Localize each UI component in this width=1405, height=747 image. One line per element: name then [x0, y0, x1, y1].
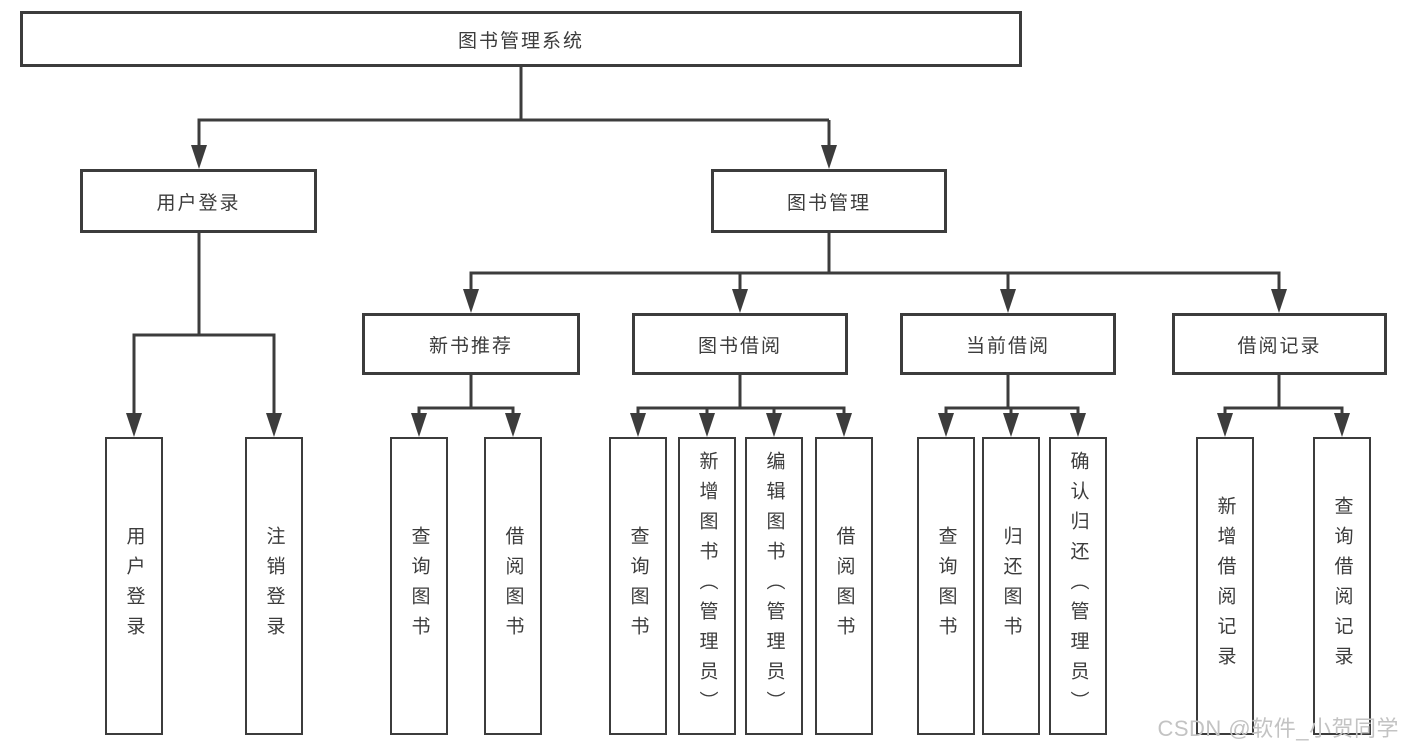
- leaf-label: 查询借阅记录: [1331, 496, 1353, 676]
- node-label: 借阅记录: [1237, 335, 1322, 357]
- node-borrowing-records: 借阅记录: [1172, 313, 1387, 375]
- leaf-cb-return-books: 归还图书: [982, 437, 1040, 735]
- leaf-bb-add-books-admin: 新增图书（管理员）: [678, 437, 736, 735]
- leaf-label: 借阅图书: [502, 526, 524, 646]
- leaf-label: 查询图书: [627, 526, 649, 646]
- csdn-watermark: CSDN @软件_小贺同学: [1157, 716, 1399, 741]
- node-label: 图书借阅: [697, 335, 782, 357]
- leaf-logout: 注销登录: [245, 437, 303, 735]
- leaf-label: 查询图书: [408, 526, 430, 646]
- node-user-login: 用户登录: [80, 169, 317, 233]
- node-label: 当前借阅: [965, 335, 1050, 357]
- node-book-management: 图书管理: [711, 169, 947, 233]
- node-book-management-system: 图书管理系统: [20, 11, 1022, 67]
- node-label: 图书管理系统: [457, 30, 584, 52]
- leaf-br-add-record: 新增借阅记录: [1196, 437, 1254, 735]
- node-label: 新书推荐: [428, 335, 513, 357]
- leaf-nb-query-books: 查询图书: [390, 437, 448, 735]
- leaf-label: 新增借阅记录: [1214, 496, 1236, 676]
- leaf-label: 查询图书: [935, 526, 957, 646]
- node-current-borrowing: 当前借阅: [900, 313, 1116, 375]
- leaf-label: 编辑图书（管理员）: [763, 451, 785, 721]
- leaf-cb-confirm-return-admin: 确认归还（管理员）: [1049, 437, 1107, 735]
- leaf-nb-borrow-books: 借阅图书: [484, 437, 542, 735]
- leaf-user-login: 用户登录: [105, 437, 163, 735]
- leaf-bb-edit-books-admin: 编辑图书（管理员）: [745, 437, 803, 735]
- leaf-br-query-record: 查询借阅记录: [1313, 437, 1371, 735]
- leaf-label: 确认归还（管理员）: [1067, 451, 1089, 721]
- leaf-label: 用户登录: [123, 526, 145, 646]
- leaf-label: 新增图书（管理员）: [696, 451, 718, 721]
- node-new-book-recommend: 新书推荐: [362, 313, 580, 375]
- leaf-label: 归还图书: [1000, 526, 1022, 646]
- leaf-label: 借阅图书: [833, 526, 855, 646]
- arrowheads: [126, 145, 1350, 437]
- leaf-label: 注销登录: [263, 526, 285, 646]
- leaf-bb-borrow-books: 借阅图书: [815, 437, 873, 735]
- node-label: 图书管理: [786, 192, 871, 214]
- node-label: 用户登录: [156, 192, 241, 214]
- leaf-cb-query-books: 查询图书: [917, 437, 975, 735]
- leaf-bb-query-books: 查询图书: [609, 437, 667, 735]
- node-book-borrowing: 图书借阅: [632, 313, 848, 375]
